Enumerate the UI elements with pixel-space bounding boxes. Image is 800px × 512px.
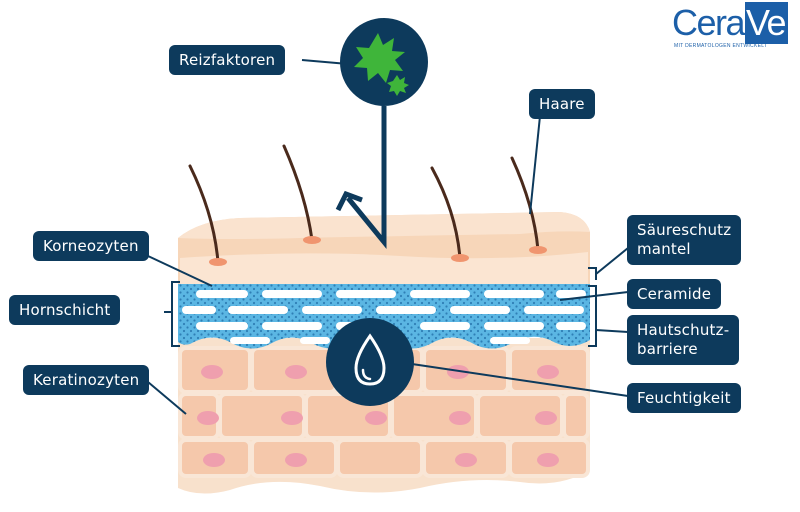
stratum-bracket <box>171 281 180 347</box>
label-moisture: Feuchtigkeit <box>628 384 740 412</box>
label-corneocytes: Korneozyten <box>34 232 148 260</box>
water-drop-icon <box>354 333 386 386</box>
lipid-layer <box>178 284 590 349</box>
label-skin-barrier: Hautschutz- barriere <box>628 316 739 364</box>
label-hair: Haare <box>530 90 594 118</box>
cerave-logo: CeraVe MIT DERMATOLOGEN ENTWICKELT <box>672 2 798 50</box>
label-ceramides: Ceramide <box>628 280 721 308</box>
irritant-burst-icon <box>354 33 409 96</box>
skin-barrier-bracket <box>588 285 597 347</box>
logo-wordmark: CeraVe <box>672 2 789 44</box>
irritant-factor <box>335 18 428 250</box>
label-irritants: Reizfaktoren <box>170 46 285 74</box>
label-keratinocytes: Keratinozyten <box>24 366 149 394</box>
skin-surface <box>178 212 590 284</box>
moisture-indicator <box>326 318 414 406</box>
label-stratum-corneum: Hornschicht <box>10 296 120 324</box>
logo-tagline: MIT DERMATOLOGEN ENTWICKELT <box>674 43 768 49</box>
keratinocyte-layer <box>178 338 590 494</box>
label-acid-mantle: Säureschutz mantel <box>628 216 741 264</box>
hairs <box>188 144 547 266</box>
acid-mantle-bracket <box>588 267 597 280</box>
